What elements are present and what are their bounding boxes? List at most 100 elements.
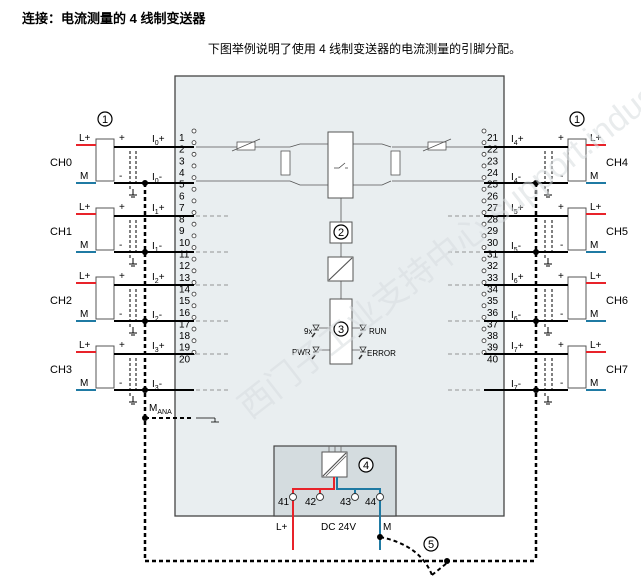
pin-label-37: 37 [487,319,499,330]
channel-ch1-name: CH1 [50,226,72,238]
channel-ch7-lplus-label: L+ [590,340,602,351]
channel-ch7-iplus-label: I7+ [511,341,524,354]
power-pin-label-41: 41 [278,497,290,508]
pin-terminal-32 [481,256,487,262]
multiplexer-block [327,131,354,199]
channel-ch3-minus-sign: - [119,378,122,389]
power-m-node [377,534,383,540]
channel-ch1-minus-sign: - [119,240,122,251]
power-pin-43 [351,493,359,501]
led-9x-icon [312,324,320,331]
channel-ch0-plus-sign: + [119,133,125,144]
converter-marker-circle [333,224,349,240]
power-marker-label: 4 [363,460,369,472]
pin-label-17: 17 [179,319,191,330]
pin-label-40: 40 [487,354,499,365]
power-m-wire [336,477,381,550]
channel-ch2-m-label: M [80,309,88,320]
channel-ch3-plus-sign: + [119,340,125,351]
shunt-left-leads [289,143,328,186]
pin-label-28: 28 [487,215,499,226]
transmitter-marker-left-label: 1 [102,114,108,126]
pin-terminal-38 [481,326,487,332]
power-converter-slash1 [322,452,347,477]
pin-label-2: 2 [179,145,185,156]
pin-terminal-16 [191,303,197,309]
transmitter-marker-left-circle [97,111,113,127]
channel-ch2-name: CH2 [50,295,72,307]
pin-label-10: 10 [179,238,191,249]
led-run-label: RUN [369,327,387,336]
pin-terminal-33 [481,268,487,274]
channel-ch1-iplus-label: I1+ [152,203,165,216]
power-converter-leads [328,446,342,452]
mana-label: MANA [149,403,172,416]
power-pin-label-42: 42 [305,497,317,508]
pin-terminal-11 [191,245,197,250]
channel-ch1-plus-sign: + [119,202,125,213]
converter-marker-label: 2 [338,227,344,239]
channel-ch2-lplus-label: L+ [79,271,91,282]
channel-ch4-iplus-label: I4+ [511,134,524,147]
channel-ch3-m-label: M [80,378,88,389]
pin-label-13: 13 [179,273,191,284]
channel-ch5-iminus-label: I5- [511,241,521,254]
shunt-right-leads [353,143,392,186]
pin-terminal-27 [481,198,487,204]
shunt-left-icon [280,150,291,176]
pin-label-26: 26 [487,191,499,202]
power-pin-44 [376,493,384,501]
pin-terminal-14 [191,280,197,285]
ptc-left-slash [231,138,261,152]
channel-ch3-iplus-label: I3+ [152,341,165,354]
channel-ch3-iminus-label: I3- [152,379,162,392]
isolation-slash [328,257,353,281]
pin-terminal-35 [481,291,487,297]
channel-ch7-transmitter [567,345,587,389]
channel-ch4-iminus-label: I4- [511,172,521,185]
pin-terminal-1 [191,128,197,134]
power-marker-circle [358,457,374,473]
pin-label-34: 34 [487,284,499,295]
pin-label-1: 1 [179,133,185,144]
led-error-icon-ray [358,354,363,360]
channel-ch6-iplus-label: I6+ [511,272,524,285]
pin-label-12: 12 [179,261,191,272]
ptc-left-icon [236,141,256,151]
pin-terminal-29 [481,221,487,227]
pin-label-4: 4 [179,168,185,179]
equipotential-marker-circle [423,536,439,552]
equipotential-link [379,536,433,576]
pin-label-35: 35 [487,296,499,307]
ptc-right-icon [427,141,447,151]
pin-label-8: 8 [179,215,185,226]
channel-ch7-iminus-label: I7- [511,379,521,392]
channel-ch6-name: CH6 [606,295,628,307]
pin-label-22: 22 [487,145,499,156]
channel-ch4-plus-sign: + [558,133,564,144]
pin-label-39: 39 [487,343,499,354]
pin-label-23: 23 [487,156,499,167]
pin-terminal-26 [481,186,487,192]
pin-label-29: 29 [487,226,499,237]
pin-terminal-17 [191,314,197,320]
channel-ch0-iminus-label: I0- [152,172,162,185]
pin-label-32: 32 [487,261,499,272]
pin-label-15: 15 [179,296,191,307]
page-title: 连接：电流测量的 4 线制变送器 [22,11,206,26]
pin-terminal-3 [191,151,197,157]
channel-ch5-plus-sign: + [558,202,564,213]
controller-marker-label: 3 [338,324,344,336]
channel-ch5-name: CH5 [606,226,628,238]
power-lplus-label: L+ [276,522,288,533]
power-pin-label-43: 43 [340,497,352,508]
led-run-icon-ray [358,332,363,338]
pin-terminal-18 [191,326,197,332]
controller-marker-circle [333,321,349,337]
power-pin-41 [289,493,297,501]
channel-ch1-iminus-label: I1- [152,241,162,254]
channel-ch0-name: CH0 [50,157,72,169]
channel-ch2-iminus-label: I2- [152,310,162,323]
pin-label-20: 20 [179,354,191,365]
pin-label-30: 30 [487,238,499,249]
